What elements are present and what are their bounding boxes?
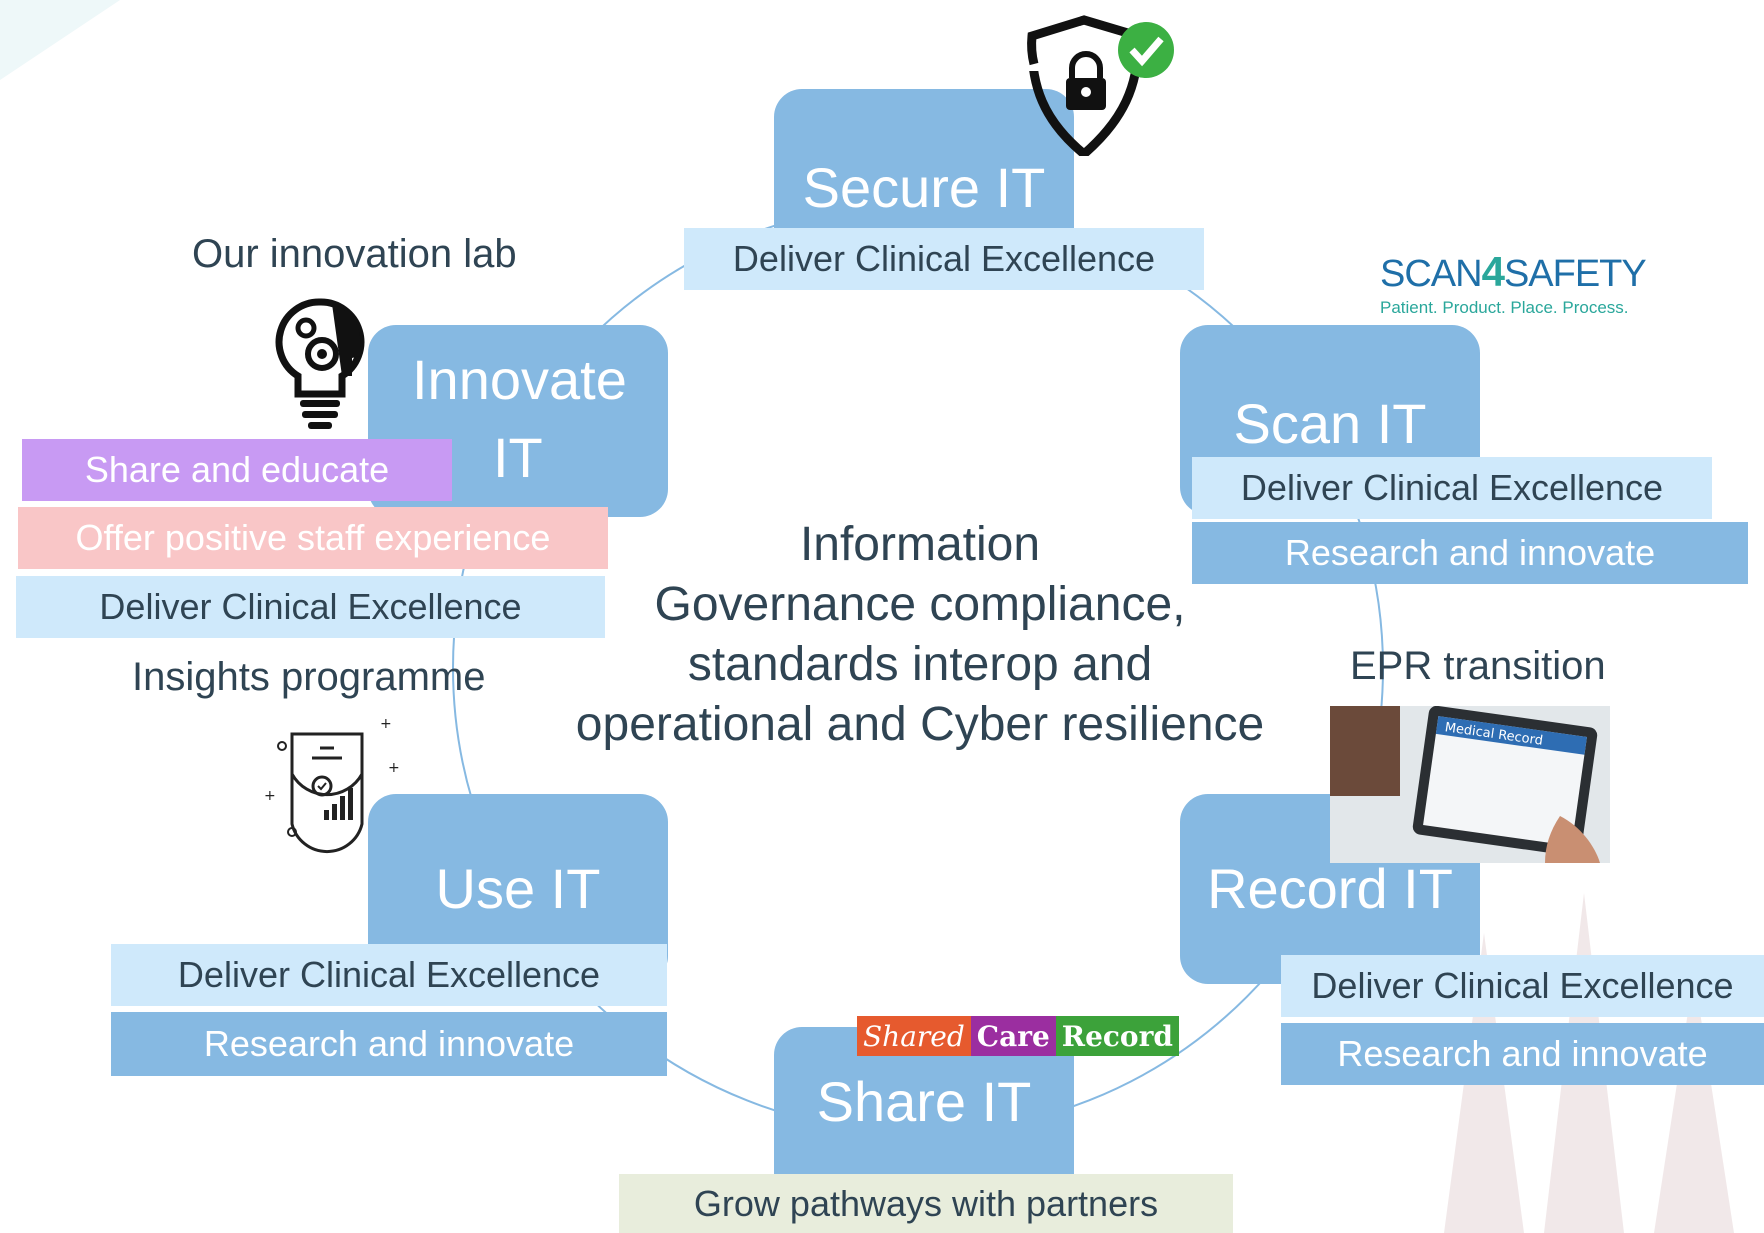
lightbulb-gears-icon bbox=[275, 298, 365, 429]
svg-text:+: + bbox=[388, 760, 400, 776]
record-it-title: Record IT bbox=[1207, 857, 1453, 920]
innovate-it-bar-clinical: Deliver Clinical Excellence bbox=[16, 576, 605, 638]
scan4safety-logo: SCAN4SAFETY Patient. Product. Place. Pro… bbox=[1380, 248, 1647, 318]
scan-it-bar-research: Research and innovate bbox=[1192, 522, 1748, 584]
secure-it-bar-clinical: Deliver Clinical Excellence bbox=[684, 228, 1204, 290]
scan4safety-text-a: SCAN bbox=[1380, 253, 1483, 295]
use-it-title: Use IT bbox=[435, 857, 601, 920]
scan4safety-text-b: SAFETY bbox=[1503, 253, 1647, 295]
center-governance-text: Information Governance compliance, stand… bbox=[540, 515, 1300, 755]
record-it-bar-research: Research and innovate bbox=[1281, 1023, 1764, 1085]
center-line-1: Information bbox=[799, 518, 1041, 571]
secure-it-title: Secure IT bbox=[802, 156, 1046, 219]
innovate-it-bar-staff-experience: Offer positive staff experience bbox=[18, 507, 608, 569]
use-it-bar-clinical: Deliver Clinical Excellence bbox=[111, 944, 667, 1006]
scan-it-bar-clinical: Deliver Clinical Excellence bbox=[1192, 457, 1712, 519]
use-it-bar-research: Research and innovate bbox=[111, 1012, 667, 1076]
scr-shared: Shared bbox=[857, 1016, 971, 1056]
medical-record-tablet-photo: Medical Record bbox=[1330, 706, 1610, 863]
epr-transition-label: EPR transition bbox=[1350, 644, 1606, 688]
center-line-4: operational and Cyber resilience bbox=[575, 698, 1265, 751]
innovation-lab-label: Our innovation lab bbox=[192, 232, 517, 276]
svg-text:+: + bbox=[380, 716, 392, 732]
center-line-2: Governance compliance, bbox=[654, 578, 1186, 631]
share-it-bar-partners: Grow pathways with partners bbox=[619, 1174, 1233, 1233]
insights-programme-label: Insights programme bbox=[132, 655, 486, 699]
scan4safety-tagline: Patient. Product. Place. Process. bbox=[1380, 298, 1629, 317]
shield-lock-check-icon bbox=[1022, 6, 1174, 156]
shared-care-record-logo: Shared Care Record bbox=[857, 1016, 1179, 1056]
innovate-it-title-line2: IT bbox=[493, 426, 543, 489]
report-chart-icon: + + + bbox=[264, 716, 400, 854]
svg-text:+: + bbox=[264, 788, 276, 804]
scan4safety-text-4: 4 bbox=[1481, 248, 1505, 295]
innovate-it-title-line1: Innovate bbox=[412, 348, 627, 411]
scr-care: Care bbox=[970, 1016, 1056, 1056]
record-it-bar-clinical: Deliver Clinical Excellence bbox=[1281, 955, 1764, 1017]
share-it-title: Share IT bbox=[816, 1070, 1032, 1133]
background-corner-accent bbox=[0, 0, 120, 80]
scan-it-title: Scan IT bbox=[1233, 392, 1427, 455]
scr-record: Record bbox=[1055, 1016, 1179, 1056]
innovate-it-bar-share-educate: Share and educate bbox=[22, 439, 452, 501]
center-line-3: standards interop and bbox=[687, 638, 1153, 691]
